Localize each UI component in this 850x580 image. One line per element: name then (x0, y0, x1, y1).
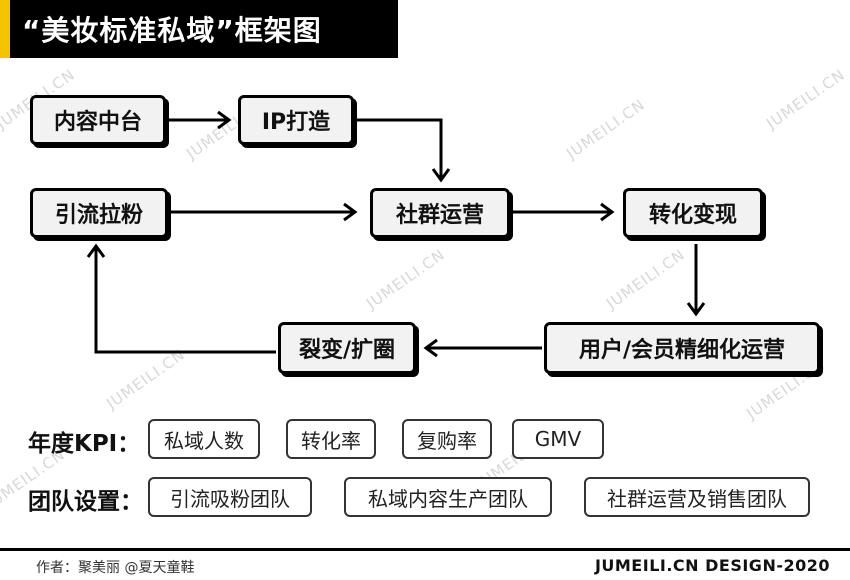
team-tag: 引流吸粉团队 (148, 477, 312, 517)
footer-brand: JUMEILI.CN DESIGN-2020 (594, 556, 830, 575)
footer-divider (0, 548, 850, 551)
arrowhead (431, 168, 451, 183)
connector-ip-to-community (356, 118, 443, 180)
team-tag: 社群运营及销售团队 (584, 477, 810, 517)
arrowhead (600, 202, 615, 222)
kpi-tag: GMV (512, 419, 604, 459)
node-fission: 裂变/扩圈 (278, 322, 416, 374)
arrowhead (343, 202, 358, 222)
kpi-label: 年度KPI： (28, 431, 141, 457)
arrowhead (86, 243, 106, 258)
title-accent-bar (0, 0, 10, 58)
footer-author: 作者：聚美丽 @夏天童鞋 (36, 560, 195, 576)
node-member-ops: 用户/会员精细化运营 (544, 322, 820, 374)
team-label: 团队设置： (28, 489, 143, 515)
connector-fission-to-traffic (94, 246, 276, 354)
arrowhead (423, 338, 438, 358)
page-title: “美妆标准私域”框架图 (22, 14, 322, 47)
node-ip-build: IP打造 (238, 95, 354, 145)
kpi-tag: 复购率 (402, 419, 492, 459)
node-traffic: 引流拉粉 (30, 188, 168, 238)
node-content-platform: 内容中台 (30, 95, 166, 145)
kpi-tag: 转化率 (286, 419, 376, 459)
node-conversion: 转化变现 (623, 188, 763, 238)
arrowhead (686, 302, 706, 317)
kpi-tag: 私域人数 (148, 419, 260, 459)
node-community-ops: 社群运营 (370, 188, 510, 238)
arrowhead (217, 110, 232, 130)
title-bar: “美妆标准私域”框架图 (0, 0, 398, 58)
team-tag: 私域内容生产团队 (344, 477, 552, 517)
